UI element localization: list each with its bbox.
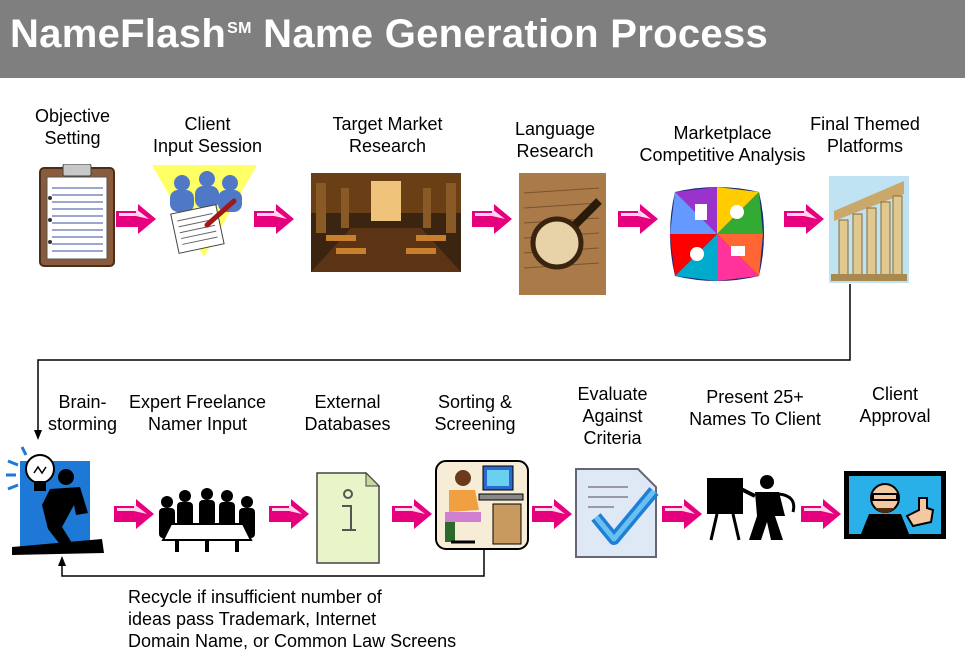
flow-arrow-6 <box>114 499 154 529</box>
step-label-evaluate-criteria: Evaluate Against Criteria <box>577 384 648 448</box>
checkmark-document-icon <box>574 467 664 559</box>
clipboard-icon <box>38 164 116 268</box>
flow-arrow-5 <box>784 204 824 234</box>
presenter-icon <box>705 472 797 542</box>
step-label-present-names: Present 25+ Names To Client <box>689 387 821 429</box>
title-main: NameFlash <box>10 12 227 56</box>
flow-arrow-10 <box>662 499 702 529</box>
flow-arrow-1 <box>116 204 156 234</box>
title-rest: Name Generation Process <box>263 12 769 56</box>
recycle-note: Recycle if insufficient number of ideas … <box>128 587 457 651</box>
info-document-icon <box>316 472 380 564</box>
step-label-target-market: Target Market Research <box>332 114 443 156</box>
step-label-client-approval: Client Approval <box>859 384 931 426</box>
thumbs-up-icon <box>843 470 947 540</box>
flow-arrow-7 <box>269 499 309 529</box>
lightbulb-person-icon <box>2 443 108 555</box>
title-bar: NameFlashSM Name Generation Process <box>0 0 965 78</box>
title-superscript: SM <box>227 20 252 37</box>
step-label-language-research: Language Research <box>514 119 596 161</box>
step-label-brainstorming: Brain- storming <box>47 392 118 434</box>
flow-arrow-2 <box>254 204 294 234</box>
products-collage-icon <box>665 182 769 286</box>
page-title: NameFlashSM Name Generation Process <box>10 12 768 57</box>
flow-arrow-8 <box>392 499 432 529</box>
flow-arrow-9 <box>532 499 572 529</box>
step-label-client-input: Client Input Session <box>152 114 263 156</box>
columns-icon <box>829 176 909 283</box>
step-label-sorting-screening: Sorting & Screening <box>434 392 516 434</box>
library-photo <box>311 173 461 272</box>
step-label-final-platforms: Final Themed Platforms <box>810 114 920 156</box>
flow-arrow-4 <box>618 204 658 234</box>
step-label-freelance-namer: Expert Freelance Namer Input <box>128 392 267 434</box>
team-table-icon <box>155 488 258 552</box>
flow-arrow-11 <box>801 499 841 529</box>
step-label-objective-setting: Objective Setting <box>34 106 111 148</box>
magnifier-photo <box>519 173 606 295</box>
step-label-marketplace: Marketplace Competitive Analysis <box>639 123 806 165</box>
flow-arrow-3 <box>472 204 512 234</box>
computer-worker-icon <box>435 460 529 550</box>
step-label-external-databases: External Databases <box>304 392 391 434</box>
meeting-icon <box>152 165 257 257</box>
